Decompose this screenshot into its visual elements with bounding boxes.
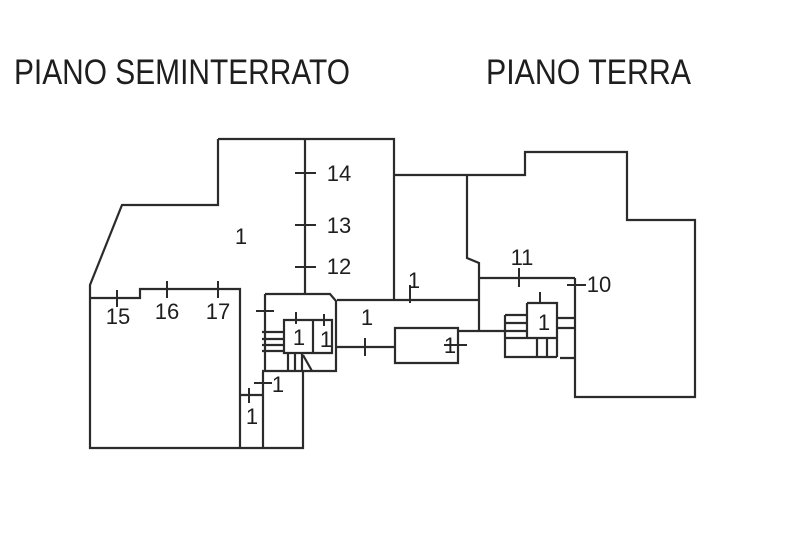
room-label-landing: 1 xyxy=(272,372,284,397)
connecting-corridor xyxy=(335,326,527,365)
title-piano-terra: PIANO TERRA xyxy=(486,53,692,92)
seminterrato-opening-ticks xyxy=(116,172,325,403)
room-label-10: 10 xyxy=(587,272,611,297)
room-label-17: 17 xyxy=(206,299,230,324)
room-label-11: 11 xyxy=(511,245,534,270)
room-label-14: 14 xyxy=(327,161,351,186)
room-label-stair-right: 1 xyxy=(320,327,332,352)
terra-plan xyxy=(337,150,697,399)
seminterrato-stairwell xyxy=(240,292,338,448)
corridor-walls xyxy=(335,326,527,365)
room-label-corridor: 1 xyxy=(361,305,373,330)
room-label-16: 16 xyxy=(155,299,179,324)
room-label-stair-left: 1 xyxy=(293,325,305,350)
title-piano-seminterrato: PIANO SEMINTERRATO xyxy=(14,53,350,92)
room-label-cellar: 1 xyxy=(246,404,258,429)
room-label-1-main: 1 xyxy=(235,224,247,249)
terra-opening-ticks xyxy=(409,268,586,304)
room-label-13: 13 xyxy=(327,213,351,238)
room-label-mid-room: 1 xyxy=(408,268,420,293)
room-labels: 1 14 13 12 15 16 17 1 1 1 1 1 1 1 11 10 … xyxy=(106,161,611,429)
seminterrato-outline xyxy=(88,137,396,450)
room-label-15: 15 xyxy=(106,304,130,329)
corridor-opening-ticks xyxy=(364,338,467,356)
room-label-12: 12 xyxy=(327,254,351,279)
terra-stairwell xyxy=(503,301,575,360)
seminterrato-plan xyxy=(88,137,396,450)
room-label-corridor-room: 1 xyxy=(444,333,456,358)
terra-outline xyxy=(337,150,697,399)
room-label-terra-stair: 1 xyxy=(538,310,550,335)
